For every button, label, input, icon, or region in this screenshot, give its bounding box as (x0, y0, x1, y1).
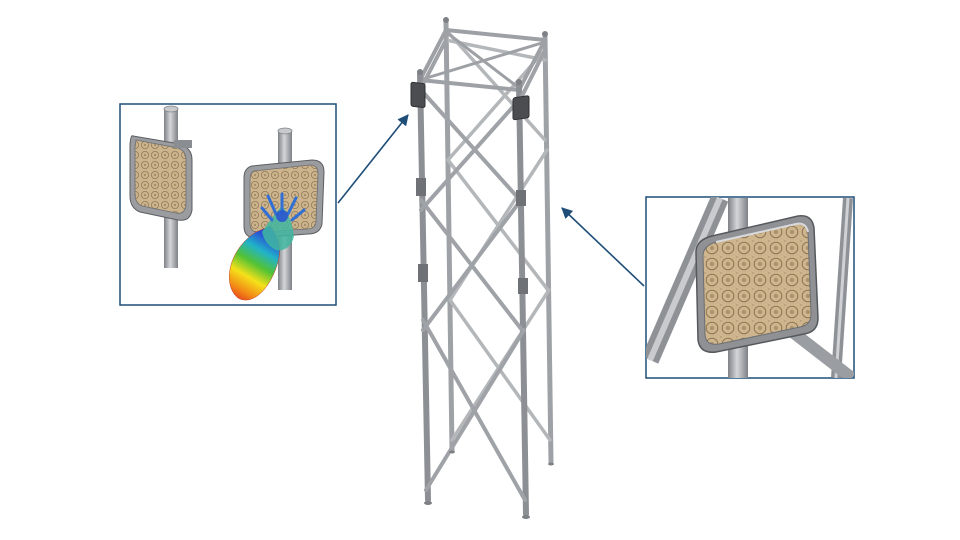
tower-bracket-right-2 (518, 278, 528, 294)
right-callout-arrow (561, 207, 645, 287)
tower-leg-back-right (542, 33, 554, 465)
lattice-tower (410, 17, 554, 519)
tower-back-bracing (444, 28, 552, 442)
radiation-back-lobes (260, 192, 306, 222)
tower-finials (417, 17, 548, 85)
callout-arrows (337, 114, 645, 287)
left-callout-arrow (337, 114, 409, 204)
tower-feet (424, 450, 554, 519)
tower-top-frame (418, 28, 547, 92)
tower-front-bracing (418, 38, 547, 502)
tower-bracket-left-2 (418, 264, 428, 282)
right-callout (645, 196, 855, 379)
closeup-patch-antenna (695, 215, 819, 353)
tower-antenna-top-left (410, 81, 426, 108)
tower-bracket-right-1 (516, 190, 526, 206)
tower-leg-front-right (516, 81, 529, 517)
tower-front-legs (417, 71, 529, 517)
left-callout (119, 103, 337, 306)
tower-bracket-left-1 (416, 178, 426, 196)
tower-antenna-top-right (512, 95, 530, 121)
antenna-panel-side (129, 135, 193, 221)
tower-mounted-antennas (410, 81, 530, 294)
radiation-pattern (229, 192, 306, 301)
tower-leg-front-left (417, 71, 431, 503)
